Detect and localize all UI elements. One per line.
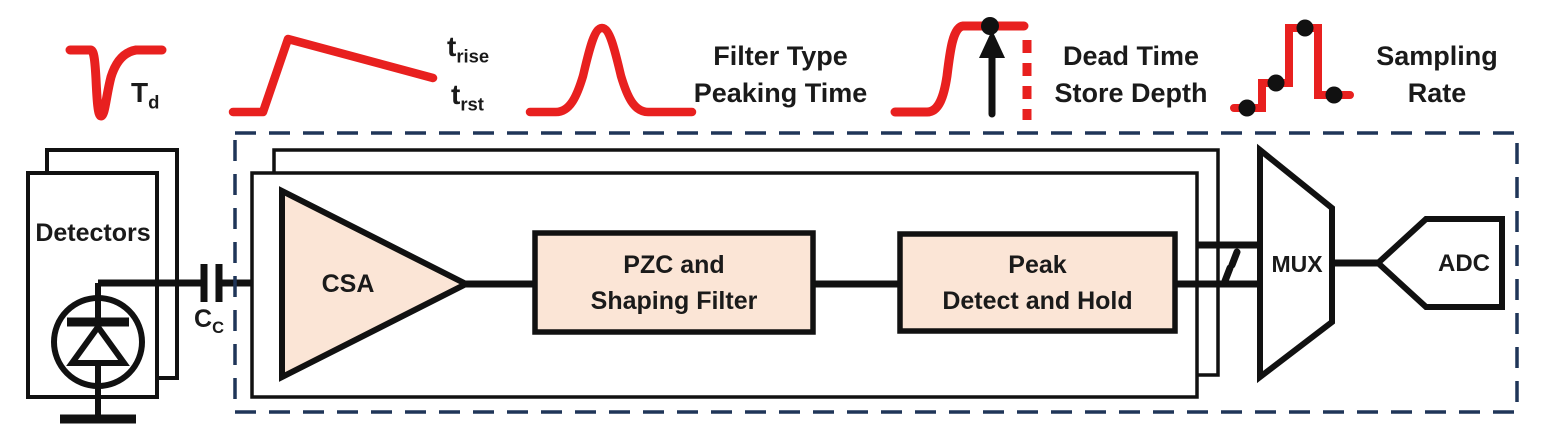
mux-shape: [1257, 143, 1335, 384]
rise-time-label: trise: [447, 31, 490, 67]
peak-detect-hold-block: [897, 231, 1178, 334]
peak-hold-waveform-icon: [890, 17, 1032, 120]
pzc-shaping-filter-label: PZC and Shaping Filter: [590, 251, 758, 315]
circuit-layer: [26, 131, 1519, 424]
peak-detect-hold-label: Peak Detect and Hold: [942, 251, 1133, 315]
sampling-annotation-label: Sampling Rate: [1376, 41, 1498, 108]
capacitor-icon: [200, 264, 223, 302]
photodiode-icon: [51, 283, 145, 424]
adc-label: ADC: [1438, 250, 1490, 277]
coupling-capacitor-label: CC: [194, 305, 224, 337]
shaped-pulse-waveform-icon: [525, 23, 697, 117]
arrow-up-icon: [979, 30, 1005, 58]
csa-label: CSA: [321, 270, 375, 298]
mux-label: MUX: [1271, 251, 1323, 277]
adc-shape: [1373, 216, 1505, 310]
bus-slash-icon: [1221, 248, 1241, 285]
pzc-shaping-filter-block: [532, 230, 816, 335]
waveform-layer: [65, 17, 1354, 121]
csa-amplifier-shape: [279, 186, 473, 382]
detector-pulse-waveform-icon: [65, 45, 167, 121]
sampled-staircase-waveform-icon: [1230, 19, 1354, 117]
csa-ramp-waveform-icon: [228, 34, 438, 117]
decay-time-label: Td: [131, 77, 160, 113]
detectors-label: Detectors: [35, 219, 151, 247]
filter-annotation-label: Filter Type Peaking Time: [693, 41, 868, 108]
deadtime-annotation-label: Dead Time Store Depth: [1054, 41, 1208, 108]
reset-time-label: trst: [451, 79, 484, 115]
